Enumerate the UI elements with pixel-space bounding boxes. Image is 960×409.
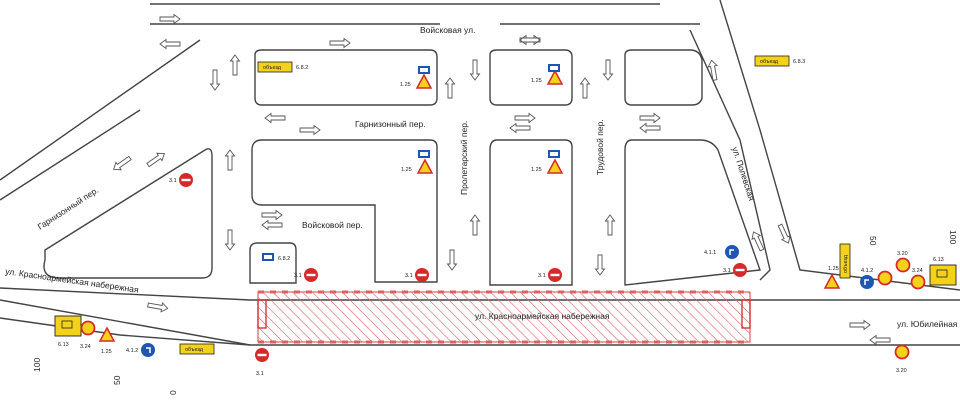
detour-plate-right: объезд 6.8.3	[754, 55, 805, 67]
restriction-signs: 3.24 3.20 3.20 3.24	[80, 251, 926, 374]
svg-text:4.1.2: 4.1.2	[861, 268, 873, 274]
svg-text:3.1: 3.1	[294, 273, 302, 279]
road-network	[0, 0, 960, 346]
distance-markers: 100 50 0 50 100	[32, 230, 958, 395]
turn-sign-icon: 4.1.2	[860, 268, 874, 289]
no-entry-sign-icon: 3.1	[255, 348, 269, 377]
svg-text:3.1: 3.1	[538, 273, 546, 279]
svg-text:50: 50	[112, 375, 122, 385]
svg-text:1.25: 1.25	[101, 349, 112, 355]
block-5	[489, 139, 573, 286]
street-proletarsky-per: Пролетарский пер.	[459, 121, 469, 195]
svg-text:3.1: 3.1	[723, 268, 731, 274]
svg-text:4.1.2: 4.1.2	[126, 348, 138, 354]
street-krasnoarm-closed: ул. Красноармейская набережная	[475, 311, 610, 321]
detour-plates: объезд 6.8.2 объезд 6.8.3 объезд объезд	[179, 55, 851, 355]
barrier-right	[741, 299, 751, 329]
speed-limit-sign-icon: 3.24	[910, 268, 926, 290]
direction-signs: 4.1.1 4.1.2 4.1.2	[126, 245, 874, 357]
turn-right-sign-icon: 4.1.1	[704, 245, 739, 259]
construction-boards: 6.13 6.13	[54, 257, 957, 348]
svg-text:3.1: 3.1	[169, 178, 177, 184]
svg-text:1.25: 1.25	[531, 167, 542, 173]
svg-text:6.8.3: 6.8.3	[793, 59, 805, 65]
closed-road-section	[257, 290, 751, 344]
speed-limit-sign-icon: 3.24	[80, 320, 96, 350]
svg-text:100: 100	[32, 358, 42, 372]
svg-text:4.1.1: 4.1.1	[704, 250, 716, 256]
svg-text:3.1: 3.1	[256, 371, 264, 377]
svg-text:3.24: 3.24	[80, 344, 91, 350]
block-1	[254, 49, 438, 106]
info-plates: 6.8.2	[262, 64, 560, 262]
road-works-warning-icon: 1.25	[401, 158, 434, 174]
detour-scheme-icon	[418, 150, 430, 158]
block-3	[624, 49, 703, 106]
block-7	[249, 242, 297, 284]
road-works-warning-icon: 1.25	[531, 69, 564, 85]
warning-signs: 1.25 1.25 1.25 1.25 1.25 1.25	[98, 69, 841, 355]
detour-scheme-icon	[548, 64, 560, 72]
svg-text:1.25: 1.25	[400, 82, 411, 88]
svg-text:3.20: 3.20	[896, 368, 907, 374]
street-voiskovaya-ul: Войсковая ул.	[420, 25, 475, 35]
svg-text:6.13: 6.13	[58, 342, 69, 348]
svg-text:1.25: 1.25	[531, 78, 542, 84]
detour-plate-far-right: объезд	[839, 243, 851, 279]
block-2	[489, 49, 573, 106]
svg-text:6.8.2: 6.8.2	[278, 256, 290, 262]
street-trudovoy-per: Трудовой пер.	[595, 119, 605, 175]
no-entry-sign-icon: 3.1	[169, 173, 193, 187]
svg-text:6.8.2: 6.8.2	[296, 65, 308, 71]
turn-left-sign-icon: 4.1.2	[126, 343, 155, 357]
street-garnizonny-per: Гарнизонный пер.	[355, 119, 426, 129]
no-overtaking-sign-icon: 3.20	[895, 251, 911, 273]
no-entry-signs: 3.1 3.1 3.1 3.1 3.1 3.1	[169, 173, 747, 377]
street-yubileynaya: ул. Юбилейная	[897, 319, 958, 329]
road-works-warning-icon: 1.25	[98, 326, 116, 355]
svg-text:объезд: объезд	[263, 65, 282, 71]
detour-scheme-icon	[548, 150, 560, 158]
detour-plate-center: объезд	[179, 343, 215, 355]
detour-scheme-icon	[418, 66, 430, 74]
svg-text:100: 100	[948, 230, 958, 244]
svg-text:объезд: объезд	[843, 254, 849, 273]
work-zone-board-icon: 6.13	[54, 315, 82, 348]
svg-text:50: 50	[868, 236, 878, 246]
svg-text:3.24: 3.24	[912, 268, 923, 274]
svg-text:3.20: 3.20	[897, 251, 908, 257]
svg-text:6.13: 6.13	[933, 257, 944, 263]
street-krasnoarm-left: ул. Красноармейская набережная	[5, 266, 140, 295]
street-garnizonny-per-left: Гарнизонный пер.	[36, 185, 101, 232]
speed-limit-sign-icon	[877, 270, 893, 286]
no-entry-sign-icon: 3.1	[294, 268, 318, 282]
no-overtaking-sign-icon: 3.20	[894, 344, 910, 374]
road-works-warning-icon: 1.25	[531, 158, 564, 174]
block-4	[251, 139, 438, 283]
svg-text:1.25: 1.25	[401, 167, 412, 173]
road-works-warning-icon: 1.25	[823, 266, 841, 289]
barrier-left	[257, 299, 267, 329]
street-labels: Войсковая ул. Гарнизонный пер. Гарнизонн…	[5, 25, 958, 329]
svg-text:0: 0	[168, 390, 178, 395]
block-6	[624, 139, 761, 286]
svg-text:1.25: 1.25	[828, 266, 839, 272]
barriers	[257, 299, 751, 329]
work-zone-board-icon: 6.13	[929, 257, 957, 286]
svg-text:объезд: объезд	[760, 59, 779, 65]
block-8	[43, 148, 213, 279]
detour-scheme-icon: 6.8.2	[262, 253, 290, 262]
street-voiskovoy-per: Войсковой пер.	[302, 220, 363, 230]
no-entry-sign-icon: 3.1	[405, 268, 429, 282]
road-works-warning-icon: 1.25	[400, 73, 433, 89]
svg-text:3.1: 3.1	[405, 273, 413, 279]
svg-text:объезд: объезд	[185, 347, 204, 353]
no-entry-sign-icon: 3.1	[538, 268, 562, 282]
no-entry-sign-icon: 3.1	[723, 263, 747, 277]
detour-plate-left: объезд 6.8.2	[257, 61, 308, 73]
